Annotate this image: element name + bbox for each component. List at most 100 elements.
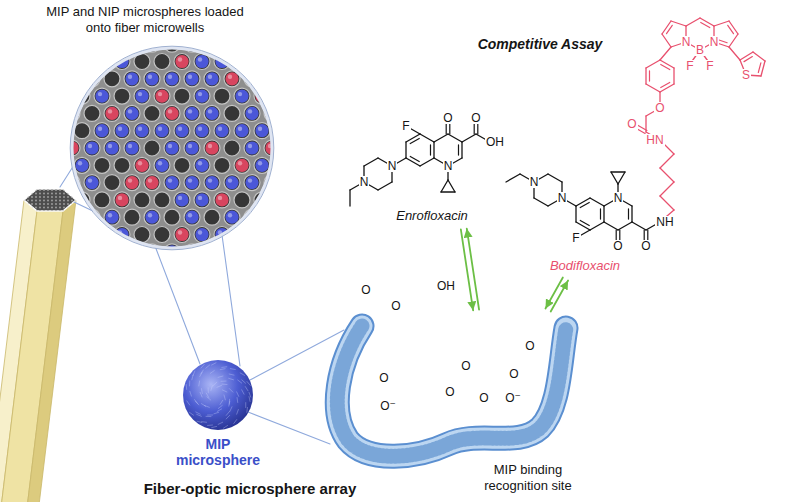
bead-highlight: [148, 248, 152, 252]
microwell: [74, 123, 90, 139]
microwell: [254, 123, 270, 139]
compound-name-box: Bodifloxacin: [546, 256, 624, 276]
loaded-microsphere: [145, 176, 158, 189]
microwell: [74, 157, 90, 173]
microwell: [234, 88, 250, 104]
bead-highlight: [198, 230, 202, 234]
microwell: [194, 123, 210, 139]
microwell: [144, 105, 160, 121]
polymer-texture: [337, 326, 566, 456]
loaded-microsphere: [185, 176, 198, 189]
fiber-core: [35, 210, 37, 212]
microwell: [134, 123, 150, 139]
loaded-microsphere: [205, 141, 218, 154]
chemical-bond: [590, 198, 604, 206]
microwell: [94, 157, 110, 173]
fiber-core: [39, 207, 41, 209]
microsphere-texture: [208, 414, 213, 415]
fiber-core: [75, 189, 77, 191]
microwell: [204, 244, 220, 260]
loaded-microsphere: [175, 193, 188, 206]
fiber-core: [39, 189, 41, 191]
loaded-microsphere: [95, 55, 108, 68]
chemical-bond: [660, 196, 674, 210]
fiber-core: [27, 189, 29, 191]
chemical-bond: [406, 158, 420, 166]
microwell: [224, 105, 240, 121]
leader-line: [248, 412, 330, 444]
microsphere-texture: [237, 409, 239, 414]
microwell: [54, 123, 70, 139]
fiber-core: [67, 193, 69, 195]
atom-label: O: [654, 102, 665, 114]
bodifloxacin-core-structure: [506, 172, 660, 246]
loaded-microsphere: [185, 211, 198, 224]
loaded-microsphere: [185, 72, 198, 85]
microsphere-texture: [226, 415, 230, 419]
microsphere-texture: [190, 391, 192, 396]
bead-highlight: [208, 144, 212, 148]
fiber-core: [51, 193, 53, 195]
microwell: [164, 244, 180, 260]
bead-highlight: [178, 196, 182, 200]
microwell: [154, 123, 170, 139]
fiber-core: [67, 189, 69, 191]
microsphere-texture: [245, 403, 246, 408]
loaded-microsphere: [75, 159, 88, 172]
microsphere-texture: [205, 406, 210, 408]
bead-highlight: [178, 230, 182, 234]
fiber-core: [55, 196, 57, 198]
bead-highlight: [118, 196, 122, 200]
microwell: [164, 36, 180, 52]
equilibrium-arrow: [545, 278, 568, 312]
mip-microsphere: MIP microsphere: [168, 358, 268, 474]
chemical-bond: [364, 158, 378, 166]
loaded-microsphere: [125, 141, 138, 154]
microsphere-texture: [211, 386, 213, 391]
magnified-view-outline: [70, 46, 274, 250]
atom-label: O: [460, 360, 471, 372]
microsphere-texture: [224, 395, 225, 400]
fiber-core: [35, 193, 37, 195]
microwell: [124, 105, 140, 121]
microsphere-label: MIP microsphere: [168, 436, 268, 468]
bead-highlight: [68, 109, 72, 113]
bead-highlight: [168, 144, 172, 148]
microwell: [234, 157, 250, 173]
microsphere-texture: [230, 407, 232, 412]
microwell: [124, 36, 140, 52]
fiber-core: [47, 207, 49, 209]
chemical-bond: [660, 154, 674, 168]
chemical-bond: [661, 64, 670, 69]
microwell: [94, 54, 110, 70]
atom-label: O: [478, 392, 489, 404]
microwell: [274, 123, 290, 139]
microsphere-texture: [202, 421, 207, 423]
chemical-bond: [686, 18, 700, 26]
microwell: [124, 175, 140, 191]
fiber-core: [75, 207, 77, 209]
microwell: [94, 227, 110, 243]
fiber-core: [71, 210, 73, 212]
chemical-bond: [729, 34, 738, 47]
chemical-bond: [700, 18, 714, 26]
loaded-microsphere: [255, 159, 268, 172]
fiber-core: [75, 196, 77, 198]
fiber-core: [59, 189, 61, 191]
microwell: [194, 192, 210, 208]
fiber-core: [59, 210, 61, 212]
fiber-core: [59, 200, 61, 202]
microsphere-texture: [220, 400, 223, 404]
fiber-core: [75, 210, 77, 212]
bead-highlight: [248, 109, 252, 113]
microsphere-texture: [218, 422, 223, 424]
microwell: [214, 157, 230, 173]
fiber-core: [55, 200, 57, 202]
atom-label: N: [709, 36, 720, 48]
fiber-core: [43, 189, 45, 191]
chemical-bond: [728, 25, 734, 33]
bead-highlight: [88, 178, 92, 182]
bead-highlight: [108, 144, 112, 148]
loaded-microsphere: [205, 72, 218, 85]
